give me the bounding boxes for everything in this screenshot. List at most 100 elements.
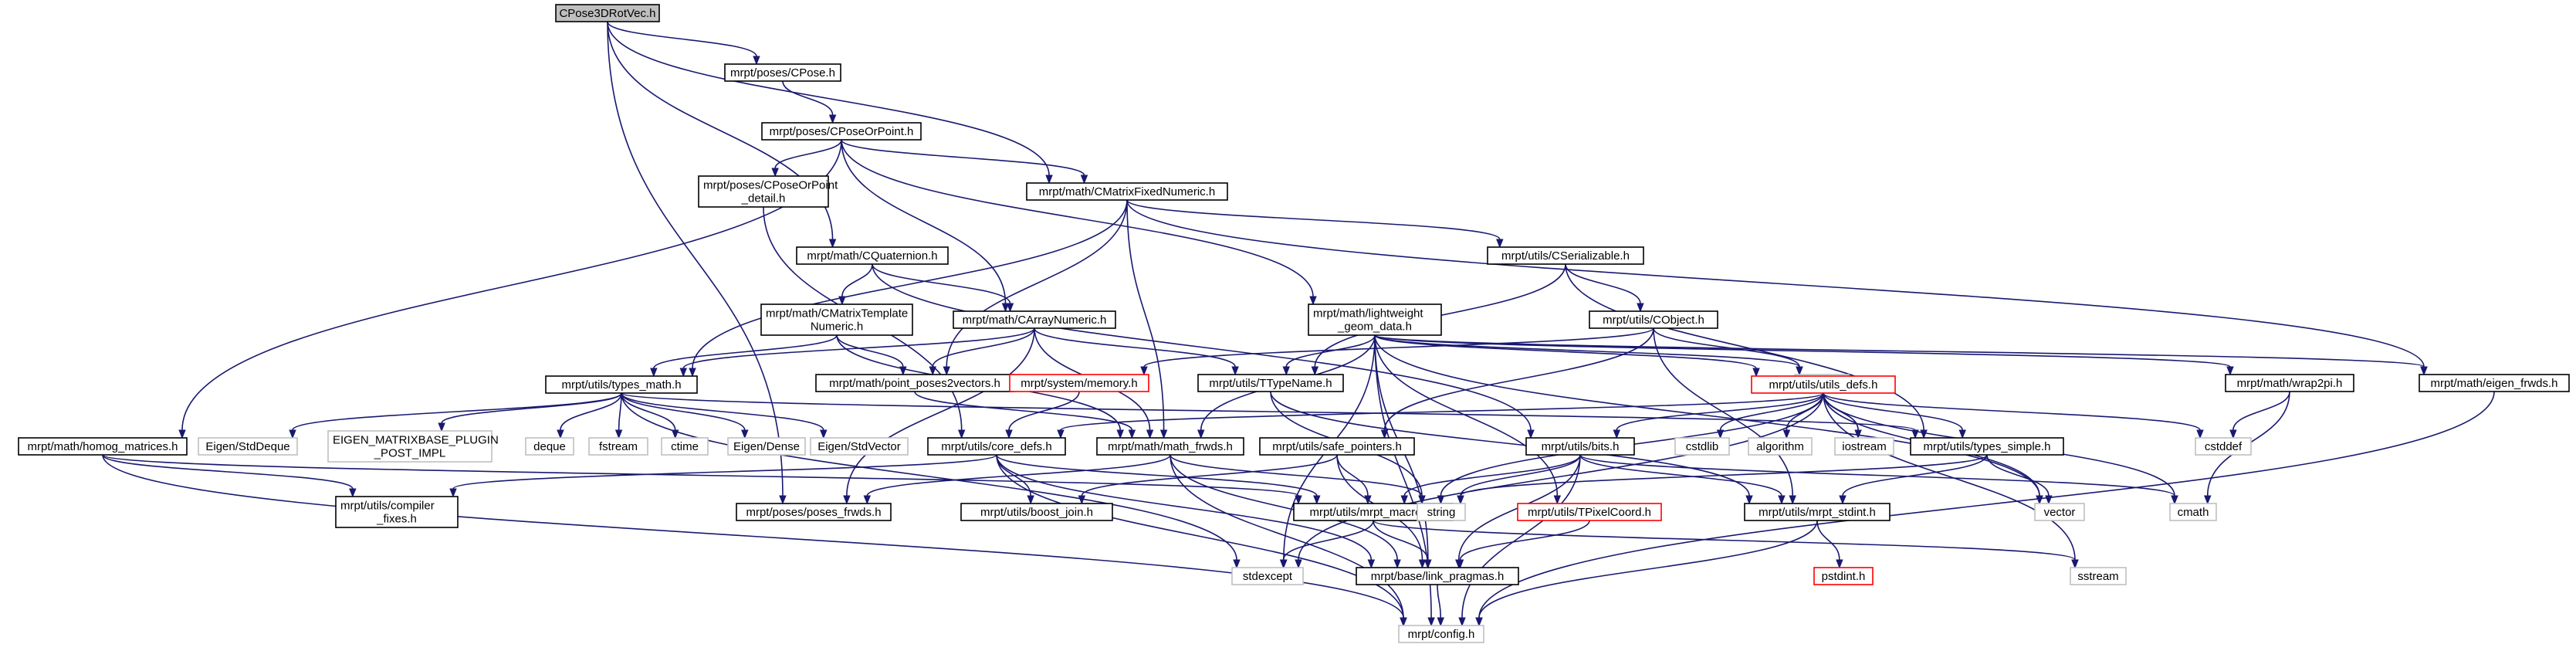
node-system_memory[interactable]: mrpt/system/memory.h [1009,374,1149,392]
node-point_poses2vectors[interactable]: mrpt/math/point_poses2vectors.h [815,374,1014,392]
node-mrpt_macros[interactable]: mrpt/utils/mrpt_macros.h [1293,503,1454,521]
edge-lightweight-to-ttypename [1282,334,1376,376]
node-cposeorpoint_detail[interactable]: mrpt/poses/CPoseOrPoint_detail.h [698,175,838,208]
edge-root-to-cmatrixfixed [607,21,1053,185]
node-label: Eigen/StdVector [817,440,901,453]
node-cobject[interactable]: mrpt/utils/CObject.h [1589,310,1718,329]
node-poses_frwds[interactable]: mrpt/poses/poses_frwds.h [736,503,892,521]
node-math_frwds[interactable]: mrpt/math/math_frwds.h [1096,437,1244,456]
edge-types_simple-to-string [1457,454,1988,505]
node-cserializable[interactable]: mrpt/utils/CSerializable.h [1487,246,1644,265]
node-utils_defs[interactable]: mrpt/utils/utils_defs.h [1751,375,1896,394]
node-label: fstream [599,440,638,453]
edge-math_frwds-to-link_pragmas [1170,454,1401,569]
edge-cmatrixfixed-to-math_frwds [1126,199,1168,439]
edge-carraynumeric-to-poses_frwds [843,327,1035,505]
node-types_math[interactable]: mrpt/utils/types_math.h [545,375,698,394]
node-pstdint[interactable]: pstdint.h [1813,567,1874,585]
node-label: Numeric.h [811,320,863,334]
edge-homog_matrices-to-compiler_fixes [102,454,357,498]
node-label: _POST_IMPL [374,447,446,460]
node-lightweight[interactable]: mrpt/math/lightweight_geom_data.h [1308,303,1442,336]
node-homog_matrices[interactable]: mrpt/math/homog_matrices.h [18,437,188,456]
node-vector: vector [2034,503,2085,521]
edge-carraynumeric-to-point_poses2vectors [929,327,1035,376]
edge-cmatrixfixed-to-cserializable [1126,199,1504,249]
edge-system_memory-to-core_defs [1005,391,1080,439]
edge-mrpt_macros-to-stdexcept [1279,520,1374,569]
node-label: vector [2044,506,2076,519]
node-label: mrpt/utils/safe_pointers.h [1272,440,1402,453]
node-cmatrixfixed[interactable]: mrpt/math/CMatrixFixedNumeric.h [1026,182,1228,201]
edge-mrpt_stdint-to-pstdint [1816,520,1843,569]
node-cstdlib: cstdlib [1674,437,1730,456]
edge-homog_matrices-to-mrpt_macros [102,454,1302,505]
edge-cmatrixfixed-to-point_poses2vectors [943,199,1128,376]
node-label: mrpt/utils/mrpt_macros.h [1309,506,1437,519]
edge-cquaternion-to-bits [872,263,1535,439]
node-iostream: iostream [1834,437,1894,456]
node-label: cstdlib [1686,440,1719,453]
node-label: mrpt/math/CMatrixTemplate [766,307,908,320]
node-label: _detail.h [741,192,786,205]
edge-lightweight-to-eigen_frwds [1374,334,2428,376]
node-compiler_fixes[interactable]: mrpt/utils/compiler_fixes.h [335,496,459,528]
node-cstddef: cstddef [2195,437,2252,456]
edge-tpixelcoord-to-link_pragmas [1456,520,1590,569]
node-cpose[interactable]: mrpt/poses/CPose.h [724,63,841,82]
edge-mrpt_macros-to-link_pragmas [1373,520,1432,569]
edge-cposeorpoint-to-cmatrixfixed [841,139,1088,185]
node-label: Eigen/Dense [733,440,800,453]
node-label: iostream [1842,440,1887,453]
edge-types_simple-to-mrpt_stdint [1839,454,1988,505]
node-eigen_frwds[interactable]: mrpt/math/eigen_frwds.h [2419,374,2570,392]
node-label: mrpt/math/math_frwds.h [1108,440,1233,453]
node-root[interactable]: CPose3DRotVec.h [555,4,660,22]
edge-link_pragmas-to-config [1437,584,1444,627]
edge-wrap2pi-to-cstddef [2229,391,2290,439]
node-label: mrpt/math/CQuaternion.h [807,249,937,263]
node-label: Eigen/StdDeque [205,440,289,453]
node-wrap2pi[interactable]: mrpt/math/wrap2pi.h [2225,374,2354,392]
node-label: ctime [671,440,699,453]
node-ttypename[interactable]: mrpt/utils/TTypeName.h [1197,374,1344,392]
node-cposeorpoint[interactable]: mrpt/poses/CPoseOrPoint.h [761,122,922,141]
node-label: mrpt/utils/types_simple.h [1923,440,2050,453]
edge-carraynumeric-to-ttypename [1034,327,1239,376]
node-boost_join[interactable]: mrpt/utils/boost_join.h [960,503,1113,521]
node-label: mrpt/utils/TPixelCoord.h [1528,506,1651,519]
node-label: sstream [2077,570,2118,583]
node-label: mrpt/poses/CPoseOrPoint.h [770,125,914,138]
edge-cmatrixfixed-to-eigen_frwds [1126,199,2428,376]
edge-lightweight-to-memory [1374,334,1803,376]
edge-utils_defs-to-core_defs [1057,392,1824,439]
node-label: mrpt/poses/CPose.h [730,66,835,80]
edge-cmatrixtemplate-to-types_math [650,334,838,378]
edge-cobject-to-mrpt_stdint [1653,327,1796,505]
node-algorithm: algorithm [1748,437,1813,456]
edge-cserializable-to-cobject [1565,263,1644,313]
edge-cposeorpoint-to-cposeorpoint_detail [771,139,842,178]
node-eigen_stddeque: Eigen/StdDeque [198,437,298,456]
node-safe_pointers[interactable]: mrpt/utils/safe_pointers.h [1259,437,1415,456]
edge-utils_defs-to-stdexcept [1295,392,1824,569]
node-mrpt_stdint[interactable]: mrpt/utils/mrpt_stdint.h [1744,503,1891,521]
edge-mrpt_macros-to-sstream [1373,520,2079,569]
edge-cposeorpoint-to-lightweight [841,139,1317,306]
edge-ttypename-to-mrpt_stdint [1270,391,1753,505]
node-label: cstddef [2205,440,2243,453]
node-core_defs[interactable]: mrpt/utils/core_defs.h [927,437,1066,456]
node-link_pragmas[interactable]: mrpt/base/link_pragmas.h [1356,567,1519,585]
node-label: mrpt/math/CArrayNumeric.h [963,314,1107,327]
edge-lightweight-to-utils_defs [1374,334,1760,378]
node-tpixelcoord[interactable]: mrpt/utils/TPixelCoord.h [1517,503,1662,521]
node-types_simple[interactable]: mrpt/utils/types_simple.h [1910,437,2064,456]
node-cquaternion[interactable]: mrpt/math/CQuaternion.h [796,246,949,265]
node-carraynumeric[interactable]: mrpt/math/CArrayNumeric.h [953,310,1116,329]
edge-cmatrixfixed-to-types_math [689,199,1128,378]
node-ctime: ctime [661,437,709,456]
edge-math_frwds-to-string [1170,454,1426,505]
node-bits[interactable]: mrpt/utils/bits.h [1525,437,1635,456]
